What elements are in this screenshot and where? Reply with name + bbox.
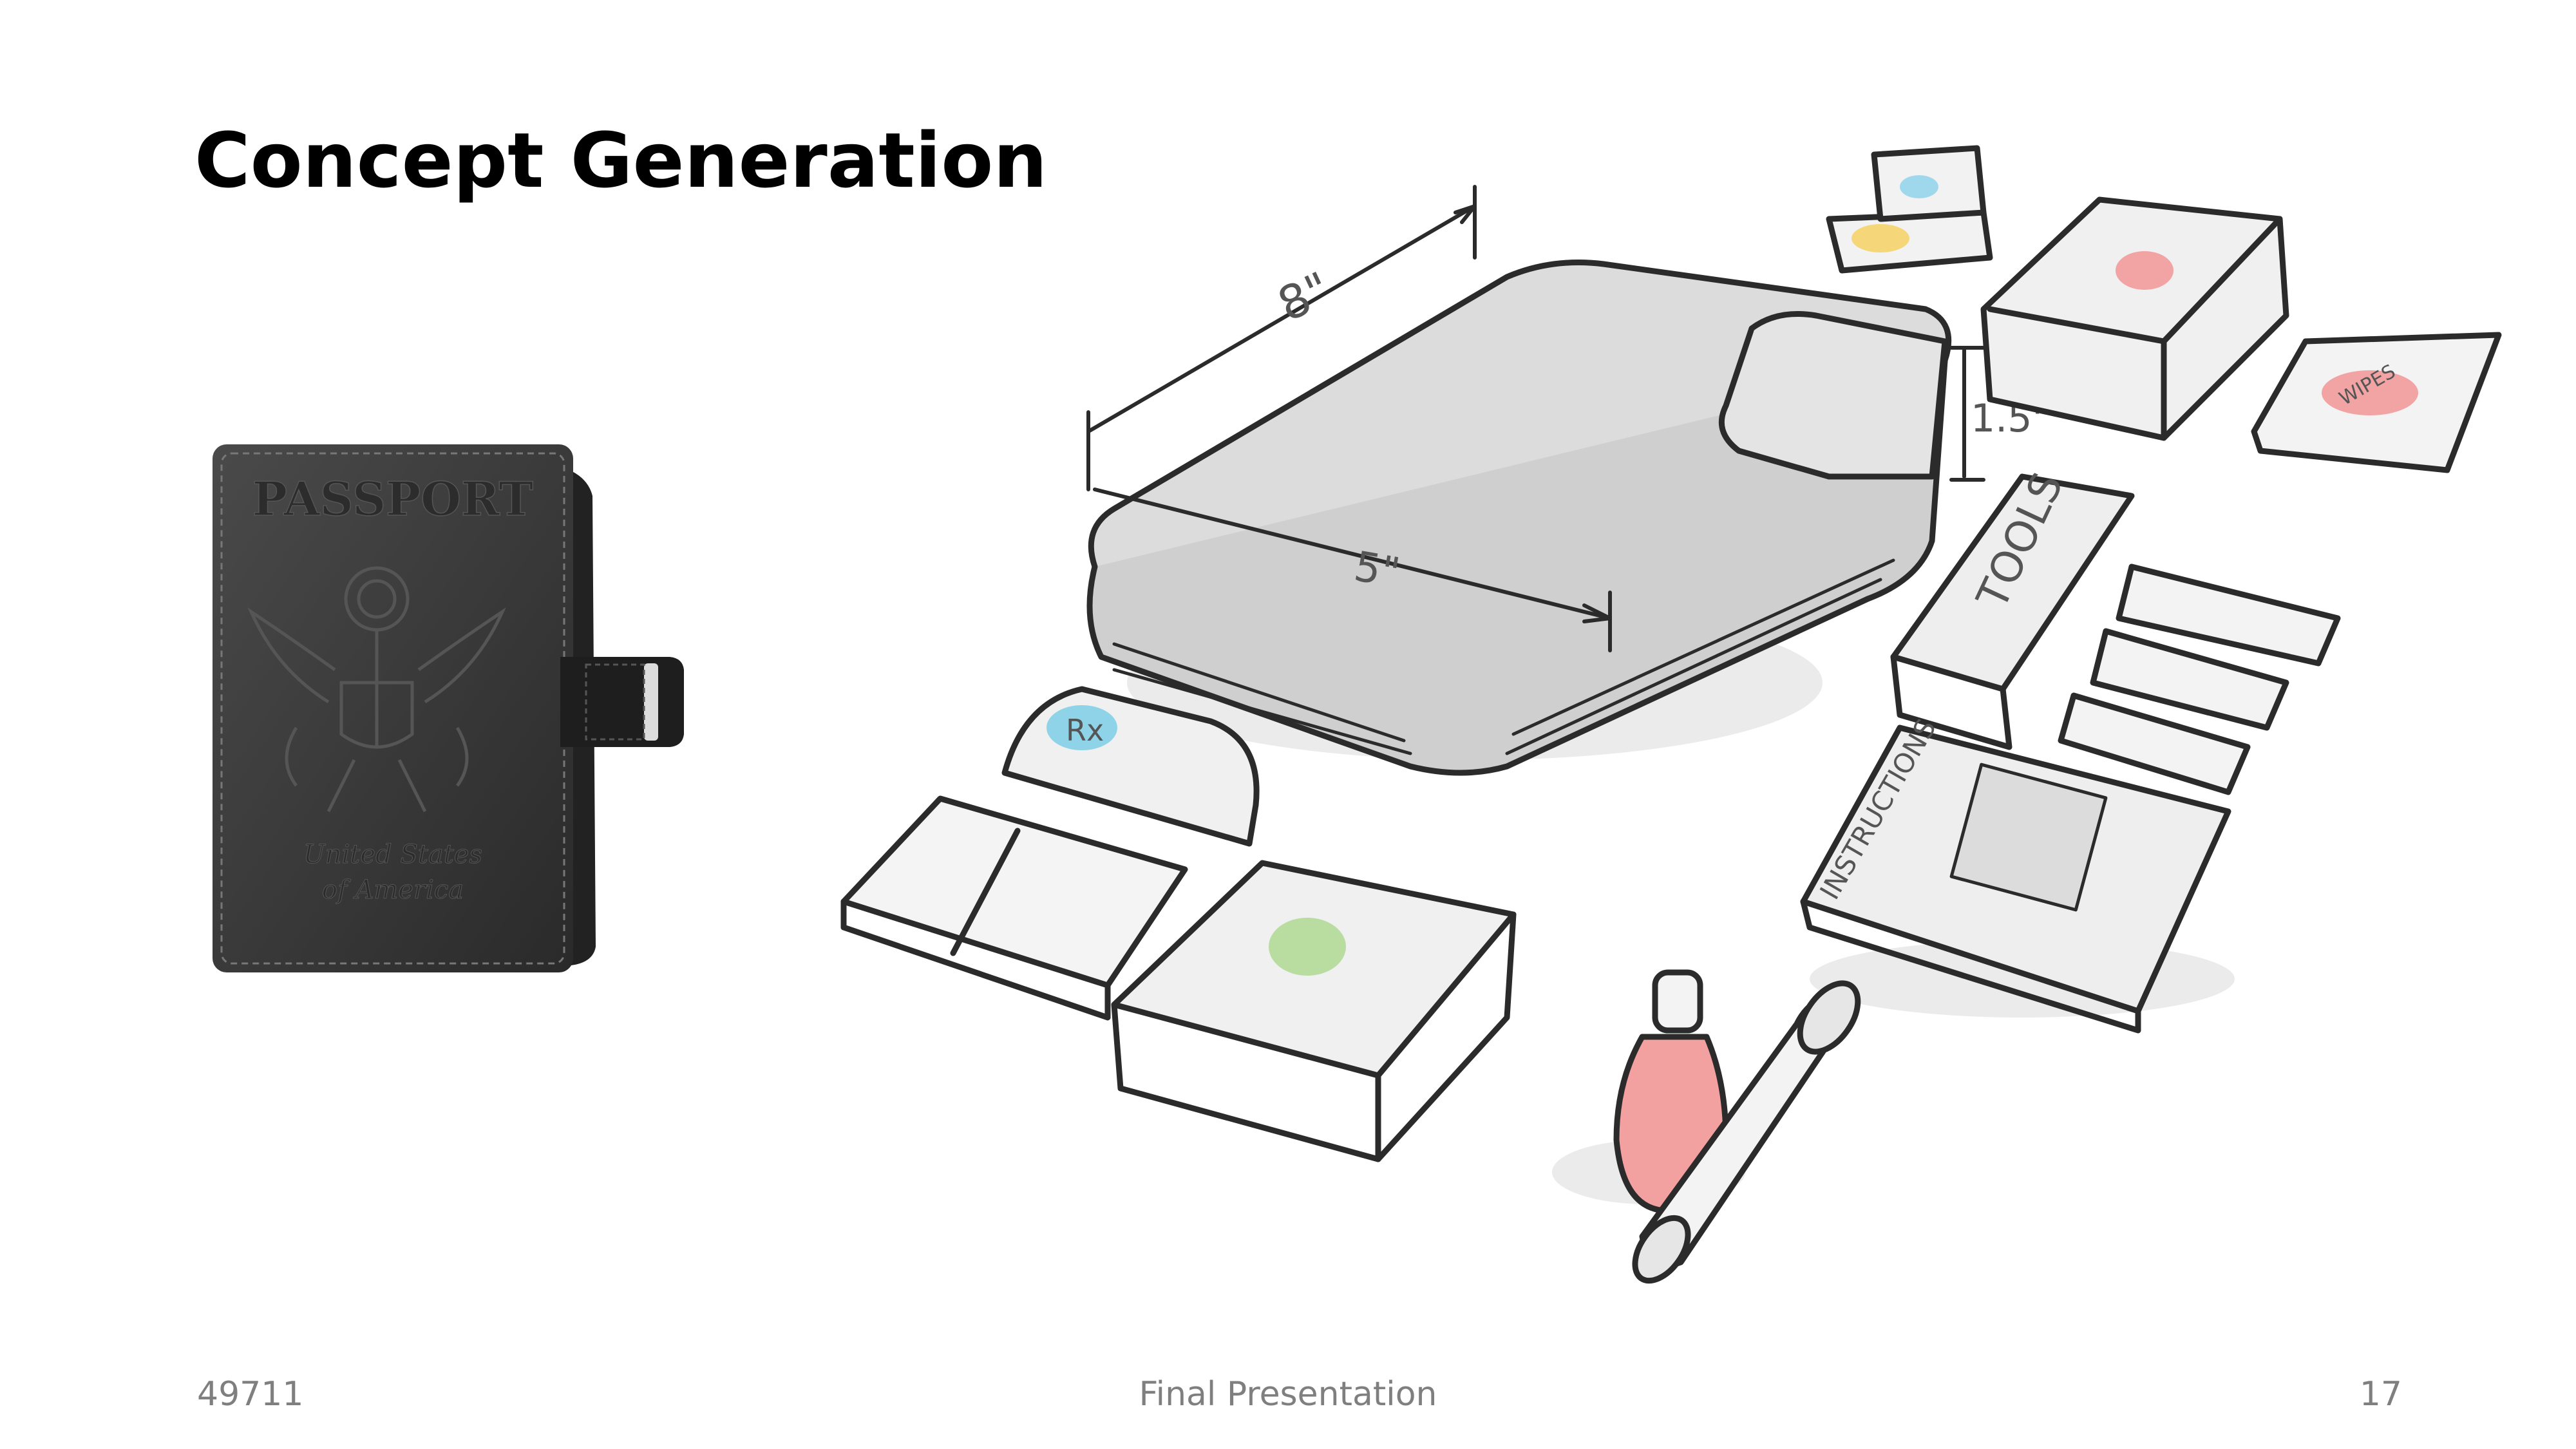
passport-emboss-country-1: United States bbox=[303, 840, 482, 869]
footer-course-number: 49711 bbox=[197, 1375, 304, 1414]
passport-wallet-photo: PASSPORT United States of America bbox=[213, 444, 684, 972]
footer-presentation-title: Final Presentation bbox=[1139, 1375, 1437, 1414]
tool-tubes-sketch bbox=[2058, 564, 2341, 795]
rx-label: Rx bbox=[1066, 713, 1104, 748]
eagle-seal-icon bbox=[247, 566, 506, 813]
main-case-sketch bbox=[1086, 260, 1952, 776]
open-booklet-sketch bbox=[840, 795, 1188, 1021]
first-aid-box-sketch bbox=[1111, 860, 1517, 1162]
wipes-packet-sketch: WIPES bbox=[2251, 332, 2502, 473]
dimension-width: 5" bbox=[1350, 543, 1403, 598]
dimension-lines bbox=[1086, 185, 1985, 652]
tab-items-sketch bbox=[1826, 145, 1993, 274]
travel-kit-sketch: 8" 5" 1.5" WIPES bbox=[840, 145, 2502, 1284]
cylinder-sketch bbox=[1632, 980, 1861, 1284]
rx-case-sketch: Rx bbox=[1001, 686, 1260, 847]
footer-slide-number: 17 bbox=[2359, 1375, 2402, 1414]
passport-emboss-country-2: of America bbox=[322, 875, 464, 905]
medicine-box-sketch bbox=[1980, 196, 2289, 441]
slide-title: Concept Generation bbox=[194, 116, 1048, 205]
passport-emboss-title: PASSPORT bbox=[252, 471, 533, 526]
